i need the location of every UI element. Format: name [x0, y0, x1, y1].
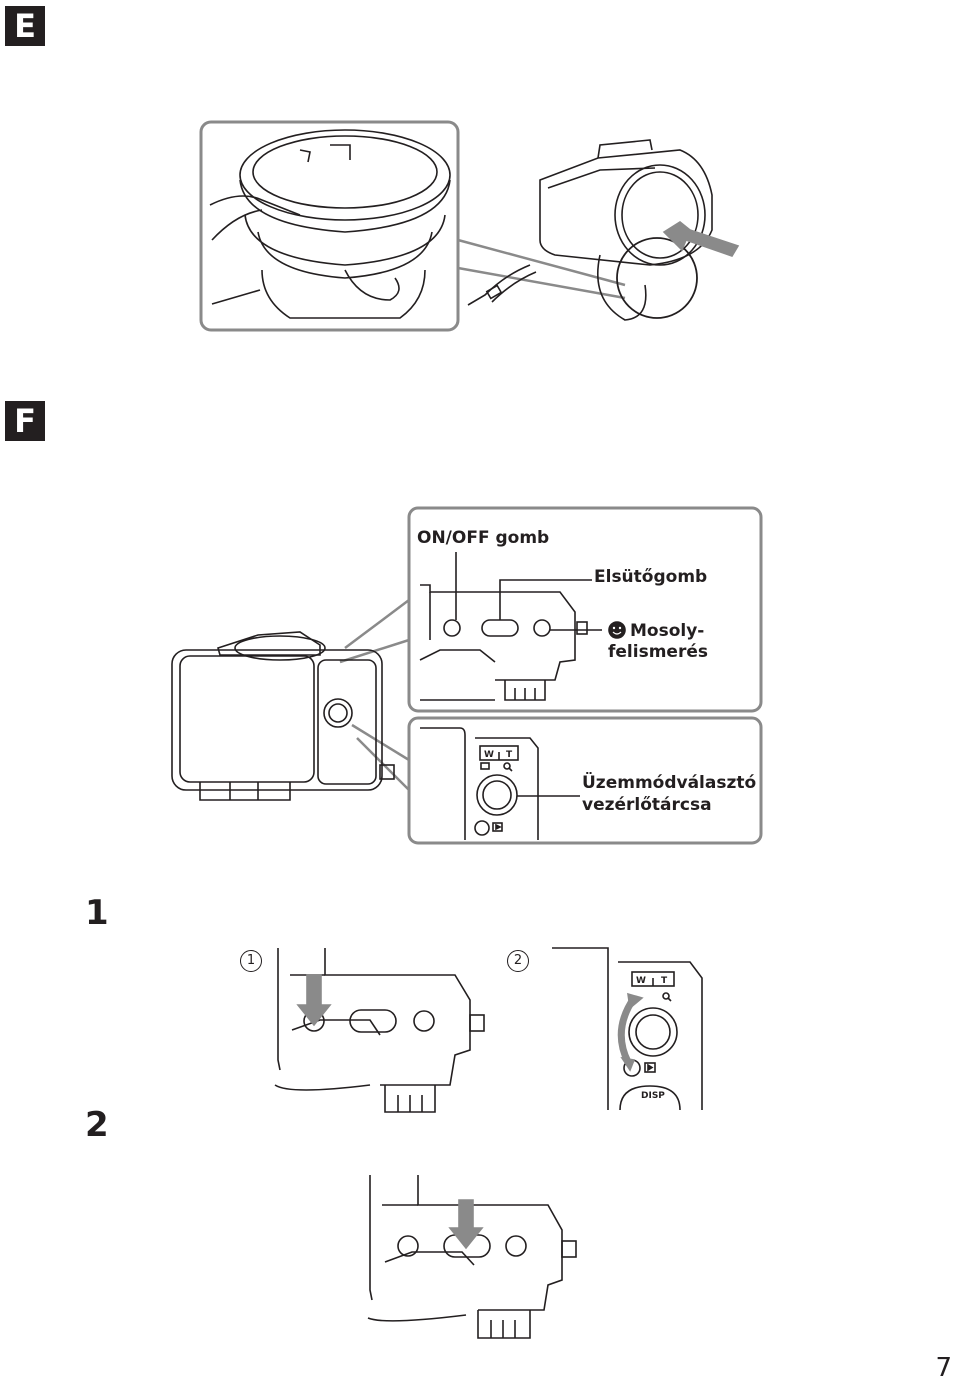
substep-1-marker: 1 [240, 950, 262, 972]
step1-dial-illustration: W T DISP [552, 947, 703, 1111]
play-icon [492, 822, 503, 832]
section-f-badge: F [5, 401, 45, 441]
svg-text:DISP: DISP [641, 1091, 665, 1101]
lens-ring-illustration [209, 129, 451, 319]
figure-f-controls: W T [171, 506, 763, 845]
mode-dial-detail: W T [420, 727, 580, 840]
smile-icon [608, 621, 626, 639]
step1-onoff-illustration [274, 948, 485, 1113]
svg-text:T: T [506, 750, 513, 760]
buttons-detail [419, 552, 602, 701]
curved-arrow-icon [617, 996, 637, 1064]
svg-text:W: W [484, 750, 494, 760]
section-e-badge: E [5, 6, 45, 46]
on-off-button-illustration [443, 619, 461, 637]
housing-illustration-f [171, 631, 395, 801]
label-shutter-button: Elsütőgomb [594, 567, 708, 587]
svg-text:W: W [636, 976, 646, 986]
figure-e-strap-attachment [199, 120, 740, 332]
inset-frame-e [199, 120, 460, 332]
step-1-number: 1 [85, 893, 109, 933]
substep-2-marker: 2 [507, 950, 529, 972]
page-number: 7 [935, 1353, 952, 1383]
inset-frame-buttons [407, 506, 763, 713]
mode-dial-illustration [476, 774, 518, 816]
step-2-number: 2 [85, 1105, 109, 1145]
magnifier-icon [503, 762, 511, 770]
label-mode-dial-line1: Üzemmódválasztó [582, 773, 757, 793]
label-smile-line1: Mosoly- [630, 621, 705, 641]
label-smile-line2: felismerés [608, 642, 708, 662]
label-mode-dial-line2: vezérlőtárcsa [582, 795, 712, 815]
arrow-down-icon [296, 974, 332, 1027]
arrow-down-icon-step2 [448, 1199, 484, 1250]
housing-illustration-e [467, 139, 713, 321]
svg-text:T: T [661, 976, 668, 986]
smile-button-illustration [533, 619, 551, 637]
label-on-off-button: ON/OFF gomb [417, 528, 550, 548]
step2-shutter-illustration [367, 1175, 577, 1339]
insert-arrow-icon [662, 221, 740, 257]
inset-frame-dial [407, 716, 763, 845]
